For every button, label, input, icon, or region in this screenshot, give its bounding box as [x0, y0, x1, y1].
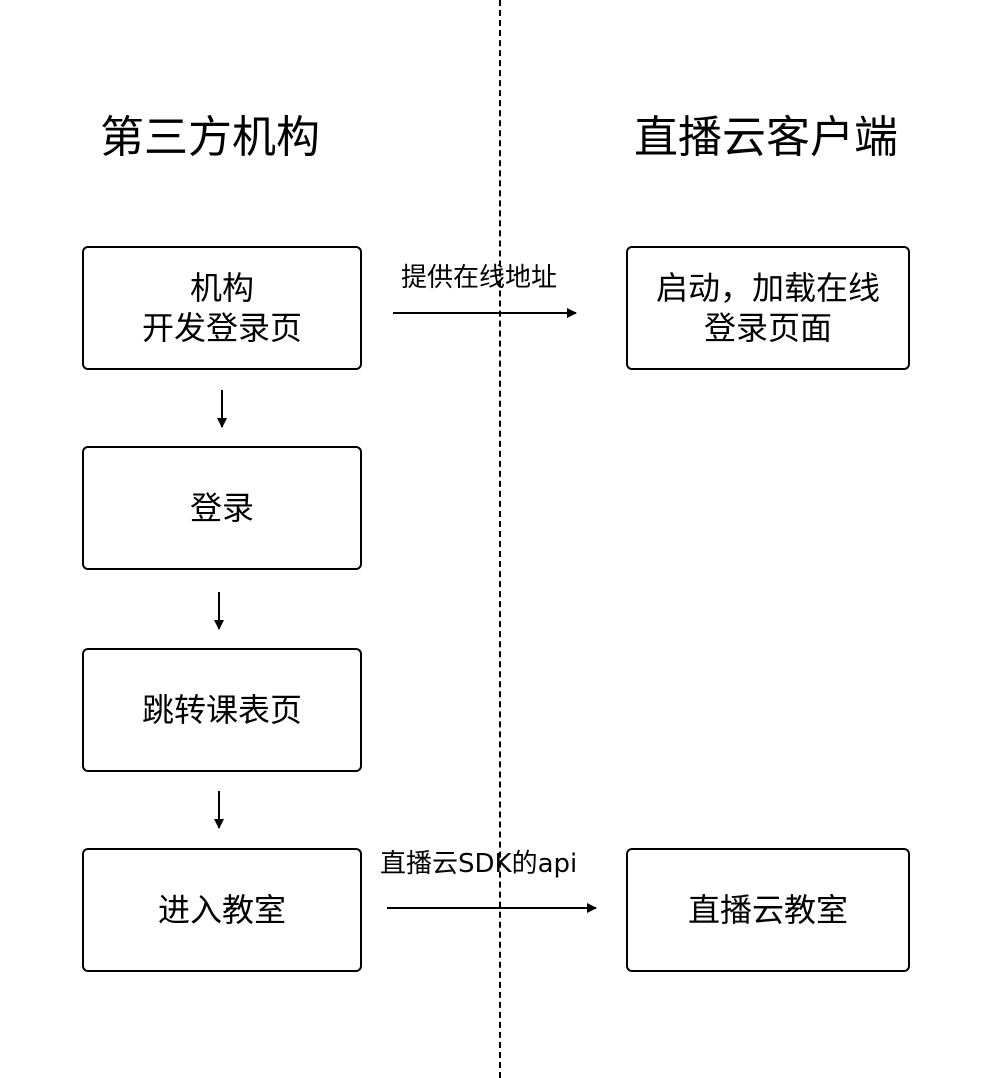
right-column-heading: 直播云客户端: [634, 112, 898, 163]
node-enter-classroom-label: 进入教室: [157, 891, 286, 929]
left-column-heading: 第三方机构: [100, 112, 320, 163]
node-dev-login-line2: 开发登录页: [141, 309, 302, 347]
node-launch: 启动，加载在线 登录页面: [626, 246, 910, 370]
column-divider: [499, 0, 501, 1078]
node-cloud-classroom: 直播云教室: [626, 848, 910, 972]
node-login: 登录: [82, 446, 362, 570]
node-launch-line2: 登录页面: [703, 309, 832, 347]
node-enter-classroom: 进入教室: [82, 848, 362, 972]
node-login-label: 登录: [189, 489, 254, 527]
node-launch-line1: 启动，加载在线: [655, 269, 880, 307]
edge-label-sdk-api: 直播云SDK的api: [380, 849, 578, 879]
edge-label-provide-url: 提供在线地址: [401, 263, 558, 293]
node-dev-login-line1: 机构: [189, 269, 254, 307]
node-cloud-classroom-label: 直播云教室: [687, 891, 848, 929]
node-schedule: 跳转课表页: [82, 648, 362, 772]
node-dev-login: 机构 开发登录页: [82, 246, 362, 370]
node-schedule-label: 跳转课表页: [141, 691, 302, 729]
